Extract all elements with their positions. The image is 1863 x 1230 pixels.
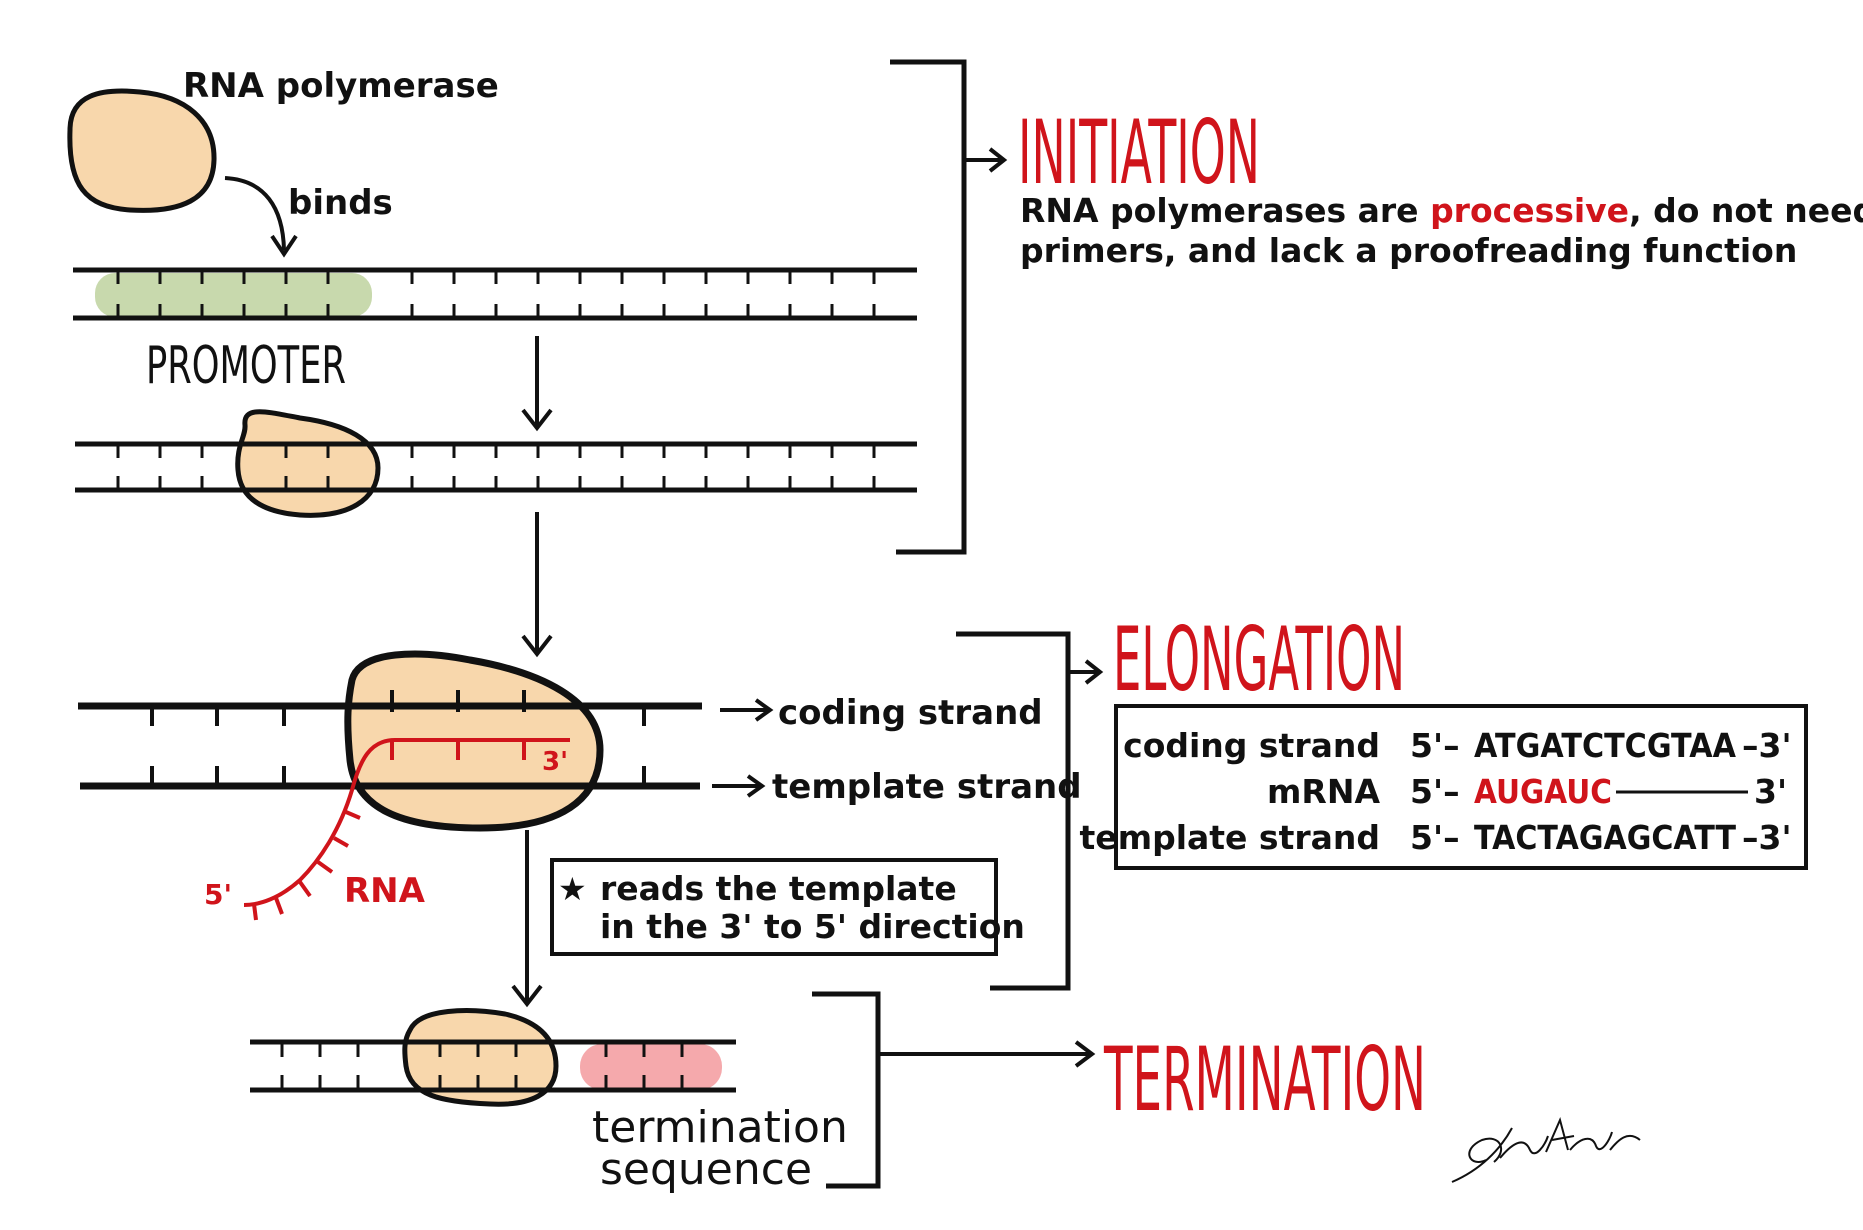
seq-row-suffix-mrna: 3'	[1754, 772, 1787, 811]
rna-three-prime-label: 3'	[542, 747, 568, 777]
rna-transcript	[243, 738, 570, 907]
bound-rna-polymerase	[235, 409, 381, 518]
rna-five-prime-label: 5'	[204, 878, 232, 911]
seq-row-label-coding: coding strand	[1123, 726, 1380, 765]
sequence-table-box	[1114, 704, 1808, 870]
seq-row-prefix-coding: 5'–	[1410, 726, 1460, 765]
dna-base-pairs	[116, 446, 876, 488]
coding-strand-label: coding strand	[778, 693, 1043, 733]
dna-base-pairs	[150, 690, 646, 783]
seq-row-prefix-mrna: 5'–	[1410, 772, 1460, 811]
promoter-region	[95, 273, 372, 317]
dna-base-pairs	[284, 446, 330, 488]
termination-sequence-label-line1: termination	[592, 1102, 848, 1153]
initiation-title: INITIATION	[1018, 101, 1260, 204]
initiation-description-line2: primers, and lack a proofreading functio…	[1020, 231, 1797, 270]
binds-arrow-head	[270, 234, 298, 258]
step-arrow-2-head	[521, 634, 553, 658]
direction-note-box	[550, 858, 998, 956]
rna-label: RNA	[344, 871, 426, 911]
free-rna-polymerase	[67, 88, 217, 213]
seq-row-suffix-template: –3'	[1742, 818, 1792, 857]
promoter-label: PROMOTER	[146, 336, 346, 396]
binds-label: binds	[288, 183, 393, 223]
termination-sequence-region	[580, 1044, 722, 1090]
initiation-desc-before: RNA polymerases are	[1020, 191, 1430, 230]
seq-row-label-mrna: mRNA	[1267, 772, 1380, 811]
initiation-description-line1: RNA polymerases are processive, do not n…	[1020, 191, 1863, 230]
seq-row-prefix-template: 5'–	[1410, 818, 1460, 857]
rna-polymerase-label: RNA polymerase	[183, 66, 499, 106]
termination-bracket-arrow-head	[1074, 1040, 1096, 1068]
template-strand-label: template strand	[772, 767, 1082, 807]
seq-row-seq-mrna: AUGAUC	[1474, 772, 1612, 811]
elongation-title: ELONGATION	[1113, 608, 1405, 711]
elongation-bracket	[956, 631, 1071, 991]
termination-bracket	[812, 991, 881, 1189]
termination-sequence-label-line2: sequence	[600, 1144, 812, 1195]
coding-strand-arrow-head	[754, 698, 774, 722]
seq-row-label-template: template strand	[1080, 818, 1380, 857]
initiation-bracket	[890, 59, 967, 555]
seq-row-suffix-coding: –3'	[1742, 726, 1792, 765]
seq-row-seq-coding: ATGATCTCGTAA	[1474, 726, 1736, 765]
star-icon: ★	[558, 870, 587, 908]
seq-row-seq-template: TACTAGAGCATT	[1474, 818, 1736, 857]
dna-base-pairs	[438, 1044, 518, 1088]
direction-note-line2: in the 3' to 5' direction	[600, 907, 1025, 946]
elongation-bracket-arrow-head	[1084, 659, 1104, 685]
direction-note-line1: reads the template	[600, 869, 957, 908]
signature	[1451, 1116, 1641, 1183]
step-arrow-1-head	[521, 408, 553, 432]
initiation-bracket-arrow-head	[988, 147, 1008, 173]
initiation-desc-after: , do not need	[1629, 191, 1863, 230]
rna-bases	[252, 740, 526, 921]
template-strand-arrow-head	[746, 774, 766, 798]
dna-base-pairs	[116, 272, 876, 316]
binds-arrow	[224, 176, 286, 251]
step-arrow-3-head	[511, 984, 543, 1008]
sequence-table: coding strand 5'– ATGATCTCGTAA –3' mRNA …	[1080, 726, 1792, 857]
dna-base-pairs	[280, 1044, 684, 1088]
termination-title: TERMINATION	[1103, 1028, 1426, 1131]
processive-highlight: processive	[1430, 191, 1629, 230]
